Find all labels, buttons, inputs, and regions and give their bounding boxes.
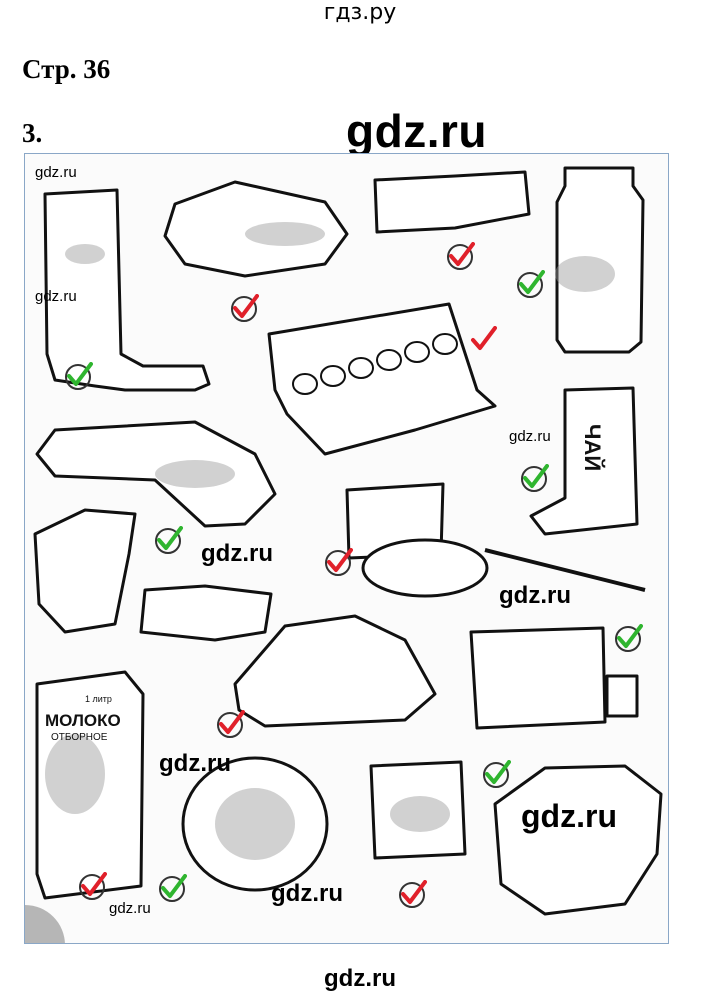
site-header: гдз.ру bbox=[323, 0, 397, 25]
red-check-icon bbox=[79, 872, 107, 900]
watermark-big: gdz.ru bbox=[346, 105, 487, 157]
tea-box-label: ЧАЙ bbox=[580, 424, 605, 471]
watermark-mid: gdz.ru bbox=[271, 880, 343, 907]
green-check-icon bbox=[521, 464, 549, 492]
green-check-icon bbox=[615, 624, 643, 652]
grocery-illustration: ЧАЙ 1 литр МОЛОКО ОТБОРНОЕ gdz.ru gdz.ru… bbox=[24, 153, 669, 944]
bread-shape bbox=[35, 420, 277, 528]
milk-subtitle-label: ОТБОРНОЕ bbox=[51, 732, 108, 743]
cheese-slice-shape bbox=[139, 584, 273, 642]
dice-shape bbox=[605, 674, 639, 718]
watermark-small: gdz.ru bbox=[509, 428, 551, 445]
cheese-shape bbox=[163, 180, 349, 278]
green-check-icon bbox=[65, 362, 93, 390]
milk-volume-label: 1 литр bbox=[85, 694, 112, 704]
watermark-small: gdz.ru bbox=[109, 900, 151, 917]
bowl-shape bbox=[493, 764, 663, 916]
milk-title-label: МОЛОКО bbox=[45, 711, 121, 730]
watermark-mid: gdz.ru bbox=[201, 540, 273, 567]
jar-shape bbox=[555, 166, 645, 354]
tea-box-shape bbox=[529, 386, 639, 536]
red-check-icon bbox=[447, 242, 475, 270]
red-check-icon bbox=[399, 880, 427, 908]
box-shape bbox=[469, 626, 607, 730]
watermark-mid: gdz.ru bbox=[159, 750, 231, 777]
yogurt-cup-shape bbox=[369, 760, 467, 860]
page-number: Стр. 36 bbox=[22, 54, 111, 84]
green-check-icon bbox=[517, 270, 545, 298]
watermark-large: gdz.ru bbox=[521, 798, 617, 834]
butter-shape bbox=[373, 170, 531, 234]
green-check-icon bbox=[155, 526, 183, 554]
cheese-wheel-shape bbox=[233, 614, 437, 728]
watermark-small: gdz.ru bbox=[35, 164, 77, 181]
watermark-footer: gdz.ru bbox=[324, 965, 396, 992]
green-check-icon bbox=[483, 760, 511, 788]
juice-box-shape bbox=[43, 188, 211, 392]
watermark-mid: gdz.ru bbox=[499, 582, 571, 609]
red-check-icon bbox=[217, 710, 245, 738]
cabbage-shape bbox=[181, 756, 329, 892]
red-check-icon bbox=[471, 326, 497, 350]
grocery-drawing: ЧАЙ 1 литр МОЛОКО ОТБОРНОЕ bbox=[25, 166, 663, 943]
red-check-icon bbox=[325, 548, 353, 576]
green-check-icon bbox=[159, 874, 187, 902]
toast-shape bbox=[33, 508, 137, 634]
watermark-small: gdz.ru bbox=[35, 288, 77, 305]
red-check-icon bbox=[231, 294, 259, 322]
milk-carton-shape bbox=[35, 670, 145, 900]
task-number: 3. bbox=[22, 118, 43, 148]
bagel-shape bbox=[361, 538, 489, 598]
